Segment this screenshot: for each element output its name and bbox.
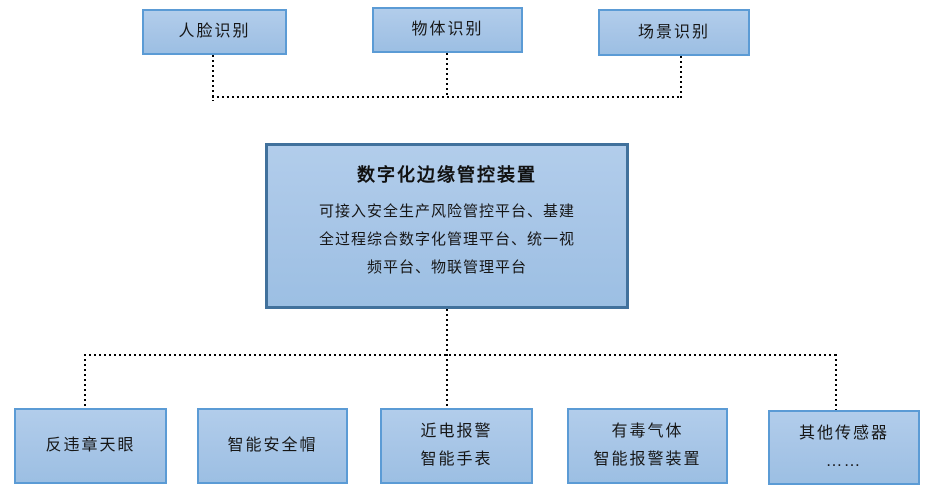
connector-bottom-vertical-right [835, 354, 837, 410]
connector-bottom-horizontal [84, 354, 837, 356]
node-label-line2: …… [826, 452, 862, 470]
node-face-recognition: 人脸识别 [142, 9, 287, 55]
connector-bottom-vertical-center [446, 309, 448, 408]
node-proximity-alarm-watch: 近电报警 智能手表 [380, 408, 533, 484]
node-label: 反违章天眼 [45, 437, 136, 454]
connector-top-horizontal [212, 96, 682, 98]
node-other-sensors: 其他传感器 …… [768, 410, 920, 485]
center-node-body-line: 可接入安全生产风险管控平台、基建 [318, 204, 575, 220]
node-edge-control-device: 数字化边缘管控装置 可接入安全生产风险管控平台、基建 全过程综合数字化管理平台、… [265, 143, 629, 309]
center-node-title: 数字化边缘管控装置 [357, 165, 537, 185]
node-label-line1: 近电报警 [420, 423, 493, 440]
node-label-line2: 智能手表 [420, 451, 493, 468]
node-object-recognition: 物体识别 [372, 7, 523, 53]
node-label-line1: 其他传感器 [798, 424, 889, 442]
connector-top-vertical-left [212, 55, 214, 101]
node-label: 场景识别 [637, 23, 710, 41]
connector-top-vertical-right [680, 56, 682, 101]
node-label: 智能安全帽 [227, 437, 318, 454]
node-toxic-gas-alarm: 有毒气体 智能报警装置 [567, 408, 728, 484]
node-label: 人脸识别 [178, 23, 251, 40]
node-smart-helmet: 智能安全帽 [197, 408, 348, 484]
node-label-line2: 智能报警装置 [593, 451, 702, 468]
node-scene-recognition: 场景识别 [598, 9, 750, 56]
connector-top-vertical-middle [446, 53, 448, 97]
node-label: 物体识别 [411, 21, 484, 38]
connector-bottom-vertical-left [84, 354, 86, 408]
center-node-body-line: 全过程综合数字化管理平台、统一视 [318, 232, 575, 248]
node-label-line1: 有毒气体 [611, 423, 684, 440]
center-node-body-line: 频平台、物联管理平台 [366, 260, 527, 276]
node-anti-violation-skyeye: 反违章天眼 [14, 408, 167, 484]
